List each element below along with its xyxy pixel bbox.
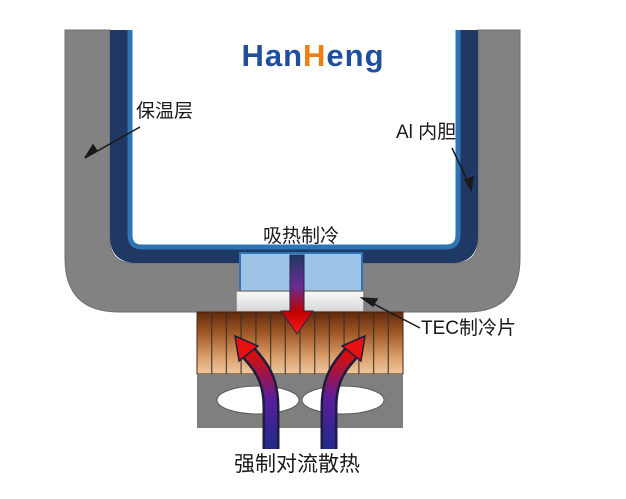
logo-part-eng: eng [326, 38, 385, 73]
fan-blade-left [216, 385, 300, 415]
label-forced-convection: 强制对流散热 [234, 453, 360, 476]
label-insulation-layer: 保温层 [136, 101, 194, 122]
fan-blade-right [301, 385, 385, 415]
label-tec-chip: TEC制冷片 [421, 318, 517, 339]
callout-liner [451, 147, 474, 193]
callout-insulation [84, 126, 141, 159]
label-heat-absorb-cooling: 吸热制冷 [262, 226, 339, 247]
callout-tec [359, 297, 421, 329]
convection-arrow-left [234, 334, 280, 449]
heat-absorb-arrow [280, 254, 314, 335]
al-liner-highlight [127, 30, 461, 250]
insulation-shell [64, 29, 521, 313]
convection-arrow-right [320, 334, 366, 449]
logo-part-han: Han [241, 38, 304, 73]
label-al-liner: Al 内胆 [396, 122, 457, 143]
logo-part-h: H [303, 38, 327, 73]
logo-hanheng: HanHeng [0, 38, 626, 74]
